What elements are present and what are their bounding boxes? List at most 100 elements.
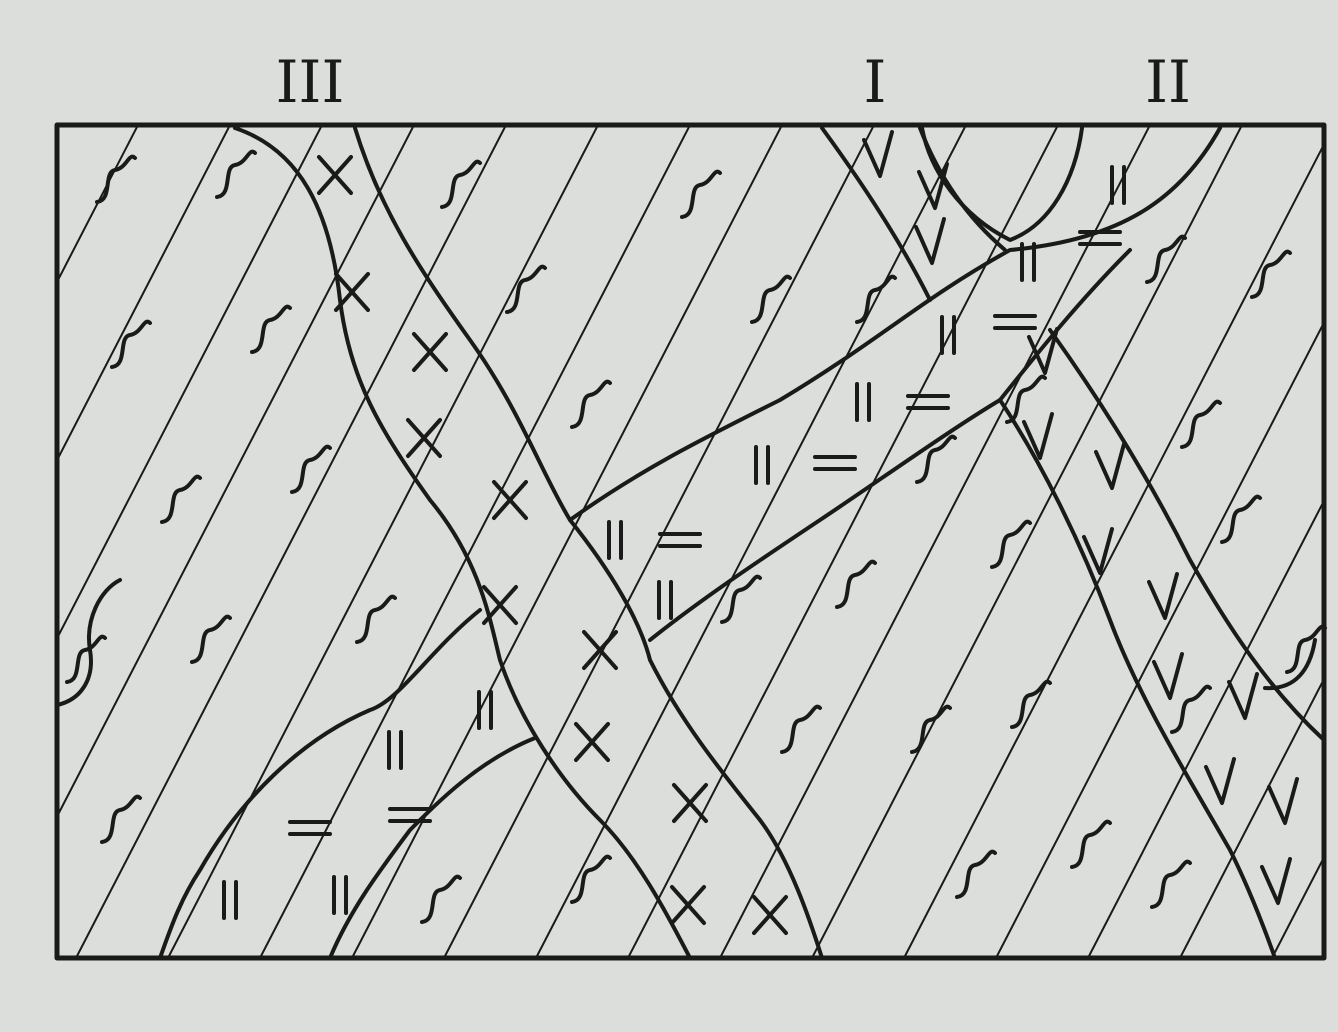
cross-stroke xyxy=(670,885,706,925)
strata-line xyxy=(903,142,1324,958)
cross-stroke xyxy=(334,272,370,312)
tilde-wave-icon xyxy=(1285,624,1327,674)
check-v-icon xyxy=(917,162,949,210)
intrusion-II-upper-edge xyxy=(568,126,1222,522)
tilde-wave-icon xyxy=(780,704,822,754)
tilde-wave-icon xyxy=(215,149,257,199)
strata-line xyxy=(57,125,415,819)
intrusion-II-tongue-upper xyxy=(158,608,482,958)
check-v-icon xyxy=(1260,857,1292,905)
tilde-wave-icon xyxy=(955,849,997,899)
cross-x-icon xyxy=(574,722,610,762)
double-bar-horizontal-icon xyxy=(906,394,950,410)
check-v-icon xyxy=(1082,527,1114,575)
tilde-wave-icon xyxy=(915,434,957,484)
strata-line xyxy=(1179,676,1324,958)
strata-line xyxy=(627,125,1059,958)
tilde-wave-icon xyxy=(570,854,612,904)
intrusion-II-bar-symbols xyxy=(222,165,1126,920)
check-v-icon xyxy=(1204,757,1236,805)
double-bar-vertical-icon xyxy=(222,880,238,920)
tilde-wave-icon xyxy=(250,304,292,354)
tilde-wave-icon xyxy=(855,274,897,324)
double-bar-vertical-icon xyxy=(657,580,673,620)
cross-stroke xyxy=(412,332,448,372)
cross-stroke xyxy=(582,630,618,670)
strata-line xyxy=(1271,855,1324,958)
cross-stroke xyxy=(492,480,528,520)
intrusion-II-lower-edge xyxy=(648,248,1132,642)
cross-stroke xyxy=(406,418,442,458)
check-v-icon xyxy=(1147,572,1179,620)
strata-line xyxy=(351,125,783,958)
tilde-wave-icon xyxy=(1220,494,1262,544)
tilde-wave-icon xyxy=(750,274,792,324)
cross-x-icon xyxy=(752,895,788,935)
check-v-icon xyxy=(1027,327,1059,375)
double-bar-horizontal-icon xyxy=(993,314,1037,330)
tilde-wave-icon xyxy=(570,379,612,429)
label-intrusion-II: II xyxy=(1145,48,1191,116)
country-rock-bump xyxy=(1263,638,1317,691)
cross-x-icon xyxy=(582,630,618,670)
tilde-wave-icon xyxy=(100,794,142,844)
strata-line xyxy=(167,125,599,958)
intrusion-I-cap-curve xyxy=(920,126,1084,242)
tilde-wave-icon xyxy=(1180,399,1222,449)
check-v-icon xyxy=(1022,412,1054,460)
tilde-wave-icon xyxy=(110,319,152,369)
tilde-wave-icon xyxy=(290,444,332,494)
tilde-wave-icon xyxy=(1170,684,1212,734)
label-intrusion-III: III xyxy=(276,48,345,116)
strata-hatching xyxy=(0,125,1324,958)
country-rock-left-bump xyxy=(57,578,122,707)
double-bar-vertical-icon xyxy=(607,520,623,560)
double-bar-vertical-icon xyxy=(940,315,956,355)
strata-line xyxy=(0,125,46,958)
strata-line xyxy=(57,125,231,463)
cross-stroke xyxy=(752,895,788,935)
tilde-wave-icon xyxy=(1250,249,1292,299)
tilde-wave-icon xyxy=(990,519,1032,569)
strata-line xyxy=(719,125,1151,958)
tilde-wave-icon xyxy=(160,474,202,524)
double-bar-vertical-icon xyxy=(754,445,770,485)
intrusion-I-check-symbols xyxy=(862,130,1299,905)
tilde-wave-icon xyxy=(720,574,762,624)
cross-x-icon xyxy=(317,155,353,195)
strata-line xyxy=(75,125,507,958)
double-bar-vertical-icon xyxy=(477,690,493,730)
cross-x-icon xyxy=(672,783,708,823)
strata-line xyxy=(995,320,1324,958)
strata-line xyxy=(1087,498,1324,958)
tilde-wave-icon xyxy=(440,159,482,209)
tilde-wave-icon xyxy=(65,634,107,684)
section-frame xyxy=(54,122,1327,961)
country-rock-wave-symbols xyxy=(65,149,1327,924)
intrusion-II-tongue-lower xyxy=(328,736,537,958)
strata-line xyxy=(57,125,323,641)
check-v-icon xyxy=(914,217,946,265)
check-v-icon xyxy=(1094,442,1126,490)
intrusion-I-left-edge xyxy=(820,126,932,302)
tilde-wave-icon xyxy=(1005,374,1047,424)
intrusion-III-right-edge xyxy=(353,126,824,958)
intrusion-I-lower-left-edge xyxy=(998,398,1277,958)
double-bar-horizontal-icon xyxy=(813,455,857,471)
double-bar-vertical-icon xyxy=(855,382,871,422)
strata-line xyxy=(57,125,139,285)
double-bar-vertical-icon xyxy=(1110,165,1126,205)
intrusion-I-lower-right-edge xyxy=(1048,328,1324,742)
cross-x-icon xyxy=(670,885,706,925)
double-bar-horizontal-icon xyxy=(658,532,702,548)
tilde-wave-icon xyxy=(1010,679,1052,729)
strata-line xyxy=(259,125,691,958)
double-bar-vertical-icon xyxy=(387,730,403,770)
double-bar-horizontal-icon xyxy=(1078,230,1122,246)
intrusion-boundaries xyxy=(57,126,1324,958)
strata-line xyxy=(535,125,967,958)
cross-stroke xyxy=(317,155,353,195)
cross-x-icon xyxy=(482,585,518,625)
tilde-wave-icon xyxy=(355,594,397,644)
